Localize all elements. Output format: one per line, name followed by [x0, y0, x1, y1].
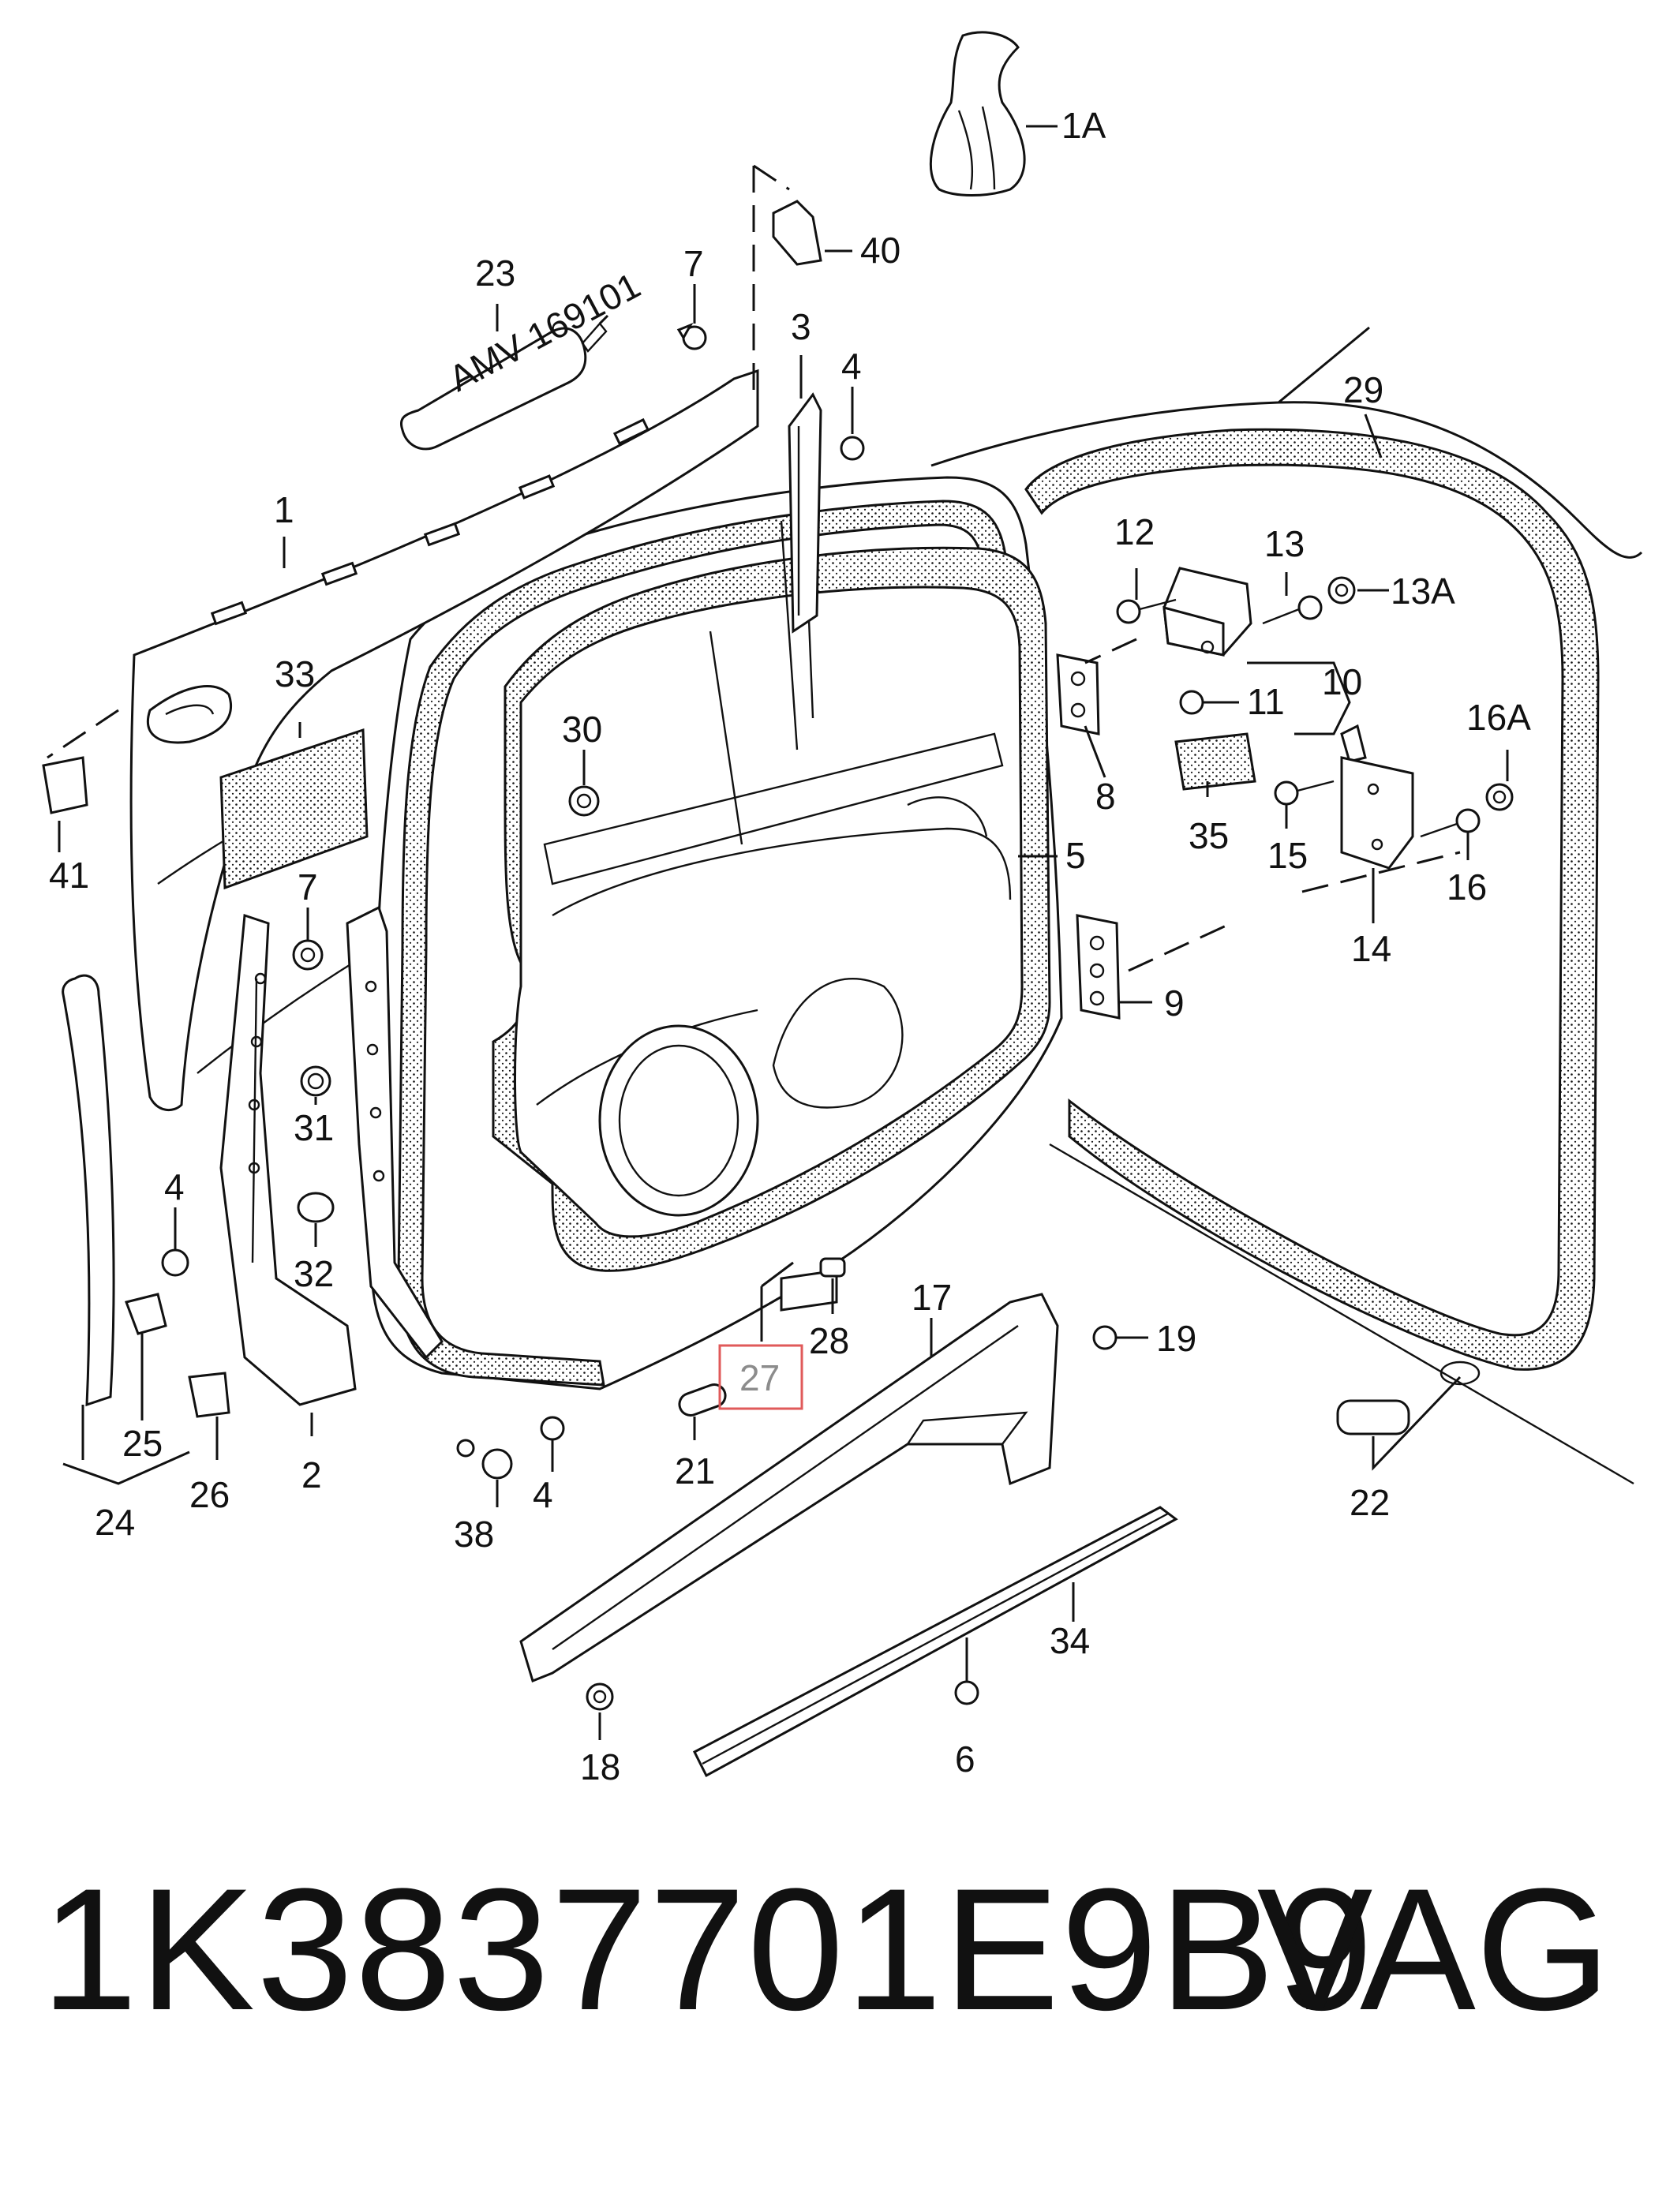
callout-27-highlight[interactable]: 27	[718, 1344, 803, 1410]
bolt-icon	[954, 1680, 979, 1705]
callout-13A: 13A	[1391, 571, 1455, 612]
callout-26: 26	[189, 1474, 230, 1515]
clip-icon	[456, 1439, 513, 1480]
bolt-icon	[1179, 690, 1204, 715]
callout-2: 2	[301, 1454, 322, 1495]
nut-icon	[1485, 783, 1514, 811]
callout-41: 41	[49, 855, 89, 896]
callout-12: 12	[1114, 511, 1155, 552]
callout-4c: 4	[533, 1474, 553, 1515]
drain-plug-icon	[1336, 1399, 1410, 1435]
callout-4a: 4	[841, 346, 862, 387]
callout-5: 5	[1065, 835, 1086, 876]
callout-16: 16	[1447, 866, 1487, 908]
callout-11: 11	[1247, 681, 1285, 722]
hinge-upper-icon	[1162, 567, 1252, 657]
bolt-icon	[161, 1248, 189, 1277]
callout-28: 28	[809, 1320, 849, 1361]
hinge-lower-icon	[1340, 724, 1414, 870]
callout-16A: 16A	[1466, 697, 1531, 738]
bolt-icon	[1262, 595, 1323, 625]
callout-8: 8	[1095, 776, 1116, 817]
callout-22: 22	[1350, 1482, 1390, 1523]
outer-door-skin	[129, 369, 759, 1112]
door-shell	[369, 476, 1063, 1390]
callout-21: 21	[675, 1450, 715, 1492]
callout-7b: 7	[298, 866, 318, 908]
plate-9-icon	[1076, 914, 1121, 1020]
callout-4b: 4	[164, 1166, 185, 1207]
callout-29: 29	[1343, 369, 1383, 410]
callout-1: 1	[274, 489, 294, 530]
bolt-icon	[1274, 780, 1335, 806]
callout-27: 27	[739, 1357, 780, 1398]
callout-25: 25	[122, 1423, 163, 1464]
nut-icon	[1327, 576, 1356, 604]
hardware-parts: AMV 169101	[42, 31, 1514, 1711]
drain-plug-icon	[678, 1383, 727, 1417]
clip-40-icon	[772, 200, 822, 266]
sill-strips	[519, 1293, 1178, 1778]
brand-name: VAG	[1256, 1852, 1611, 2046]
callout-1A: 1A	[1061, 105, 1106, 146]
callout-13: 13	[1264, 523, 1305, 564]
plug-icon	[819, 1257, 846, 1278]
callout-14: 14	[1351, 928, 1391, 969]
bolt-icon	[1092, 1325, 1118, 1350]
leader-lines	[58, 125, 1509, 1740]
grease-bag-icon	[929, 31, 1026, 196]
callout-10: 10	[1322, 661, 1362, 702]
callout-19: 19	[1156, 1318, 1196, 1359]
callout-17: 17	[912, 1277, 952, 1318]
callout-38: 38	[454, 1514, 494, 1555]
callout-33: 33	[275, 653, 315, 694]
callout-23: 23	[475, 253, 515, 294]
bolt-icon	[540, 1416, 565, 1441]
bolt-icon	[1116, 598, 1177, 624]
damping-pad-icon	[219, 728, 369, 890]
part-number: 1K3837701E9B9	[41, 1852, 1375, 2046]
clip-icon	[568, 785, 600, 817]
plate-8-icon	[1056, 653, 1100, 735]
callout-3: 3	[791, 306, 811, 347]
callout-24: 24	[95, 1502, 135, 1543]
bolt-icon	[292, 939, 324, 971]
plug-icon	[297, 1192, 335, 1223]
bolt-icon	[1420, 808, 1481, 838]
callout-32: 32	[294, 1253, 334, 1294]
window-trim-strip	[62, 974, 115, 1407]
callout-9: 9	[1164, 982, 1185, 1024]
bolt-icon	[840, 436, 865, 461]
bolt-icon	[676, 323, 707, 350]
clip-icon	[125, 1293, 167, 1335]
body-door-seal	[1024, 428, 1600, 1371]
callout-40: 40	[860, 230, 900, 271]
bolt-icon	[586, 1682, 614, 1711]
callout-18: 18	[580, 1746, 620, 1787]
callout-30: 30	[562, 709, 602, 750]
car-body-outline	[930, 326, 1643, 1485]
callout-6: 6	[955, 1739, 975, 1780]
callout-15: 15	[1267, 835, 1308, 876]
callout-labels: 1A 40 23 7 3 4 29 1 12 13 13A 33 30 10 1…	[49, 105, 1531, 1787]
damping-pad-icon	[1174, 732, 1256, 791]
sealant-tube-icon: AMV 169101	[399, 264, 647, 451]
assembly-lines	[47, 164, 1461, 972]
callout-31: 31	[294, 1107, 334, 1148]
callout-35: 35	[1189, 815, 1229, 856]
pillar-reinforcements	[219, 392, 822, 1406]
clip-icon	[188, 1372, 230, 1418]
callout-34: 34	[1050, 1620, 1090, 1661]
grommet-icon	[300, 1065, 331, 1097]
clip-icon	[42, 756, 88, 814]
callout-7a: 7	[683, 243, 704, 284]
